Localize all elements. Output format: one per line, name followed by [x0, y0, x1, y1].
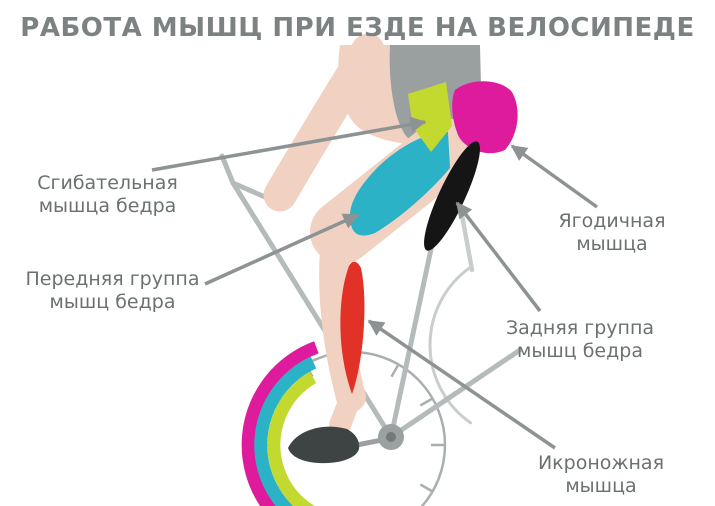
label-hip-flexor: Сгибательная мышца бедра — [37, 172, 178, 218]
handlebar — [230, 180, 268, 200]
head-tube — [219, 153, 236, 186]
label-glute: Ягодичная мышца — [558, 210, 666, 256]
cycling-shoe — [288, 426, 360, 464]
arrow-calf — [367, 319, 556, 450]
rear-wheel-arc — [428, 265, 472, 425]
chainring-hub — [386, 432, 396, 442]
pedal-phase-arcs — [241, 341, 319, 506]
rider-ankle — [329, 386, 362, 436]
page-title: РАБОТА МЫШЦ ПРИ ЕЗДЕ НА ВЕЛОСИПЕДЕ — [20, 13, 695, 43]
pointer-arrows — [151, 116, 599, 450]
rider-shin — [319, 225, 366, 412]
muscle-front-thigh — [349, 132, 450, 236]
pedal-arc-hip-flexor — [267, 371, 317, 506]
clock-tick — [419, 483, 434, 493]
muscle-hip-flexor — [408, 82, 452, 152]
arrow-front-thigh — [204, 213, 360, 286]
label-calf: Икроножная мышца — [537, 452, 665, 498]
pedal-arc-glute — [241, 341, 319, 506]
label-front-thigh: Передняя группа мышц бедра — [25, 268, 200, 314]
label-hamstring: Задняя группа мышц бедра — [505, 317, 655, 363]
pedal-arc-front-thigh — [254, 356, 317, 506]
muscle-glute — [452, 81, 518, 154]
chain-stay — [388, 347, 523, 440]
arrow-hip-flexor — [151, 116, 427, 172]
muscle-calf — [340, 261, 365, 394]
muscle-hamstring — [424, 141, 480, 251]
muscle-highlights — [340, 81, 518, 394]
arrow-hamstring — [455, 201, 542, 313]
arrow-glute — [510, 144, 599, 209]
crank-gear — [351, 424, 404, 450]
clock-tick — [419, 397, 434, 407]
clock-tick — [390, 363, 400, 378]
rider-arm — [263, 33, 385, 212]
